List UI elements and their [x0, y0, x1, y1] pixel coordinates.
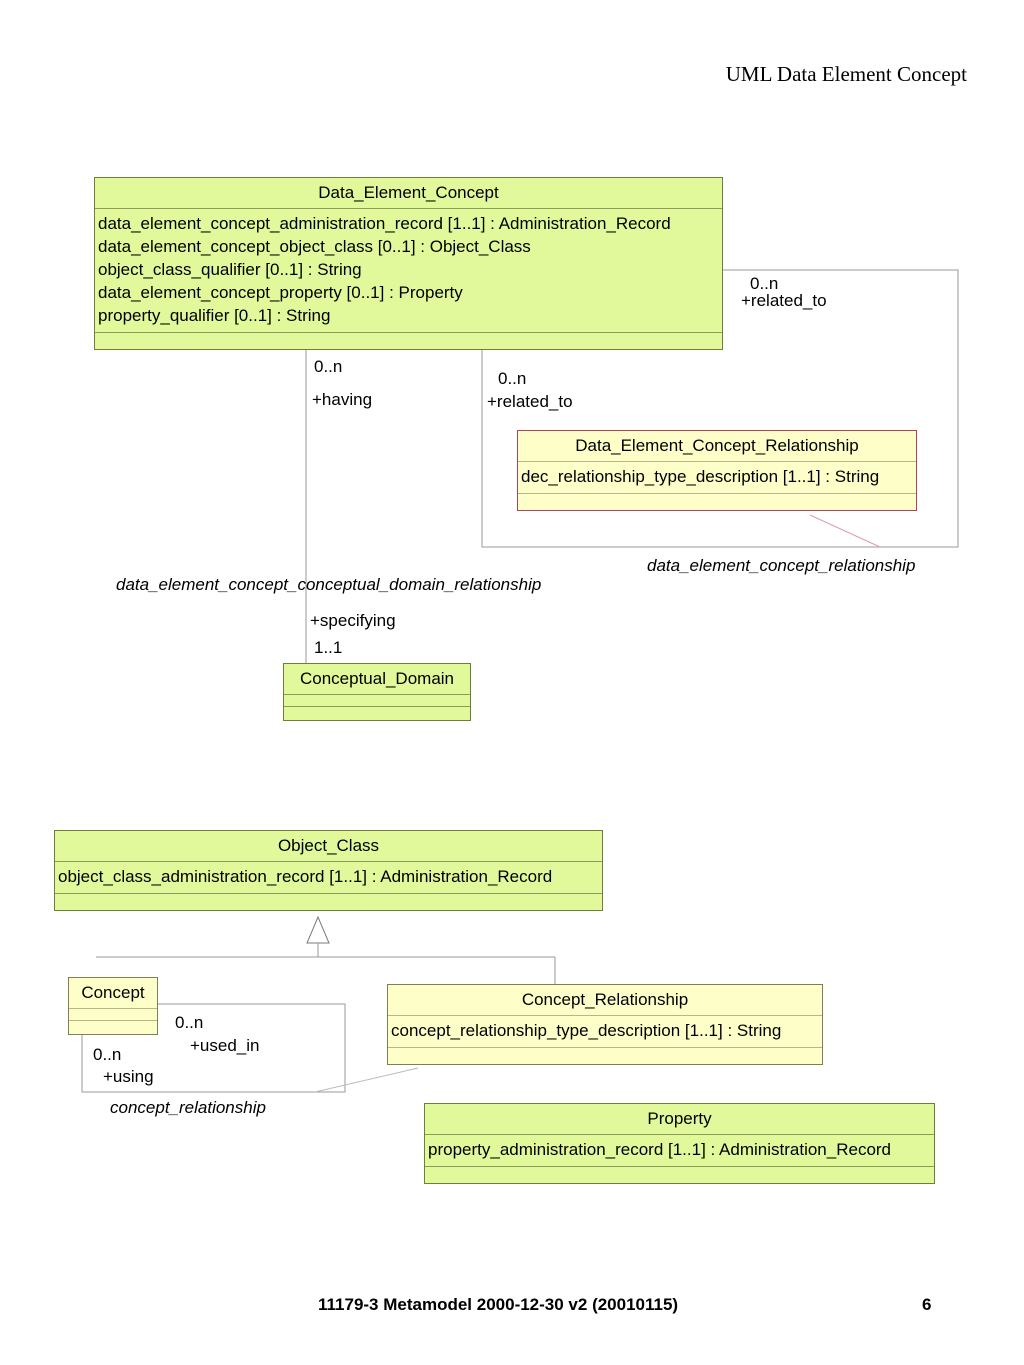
dec-relationship-loop-line [481, 269, 959, 548]
attribute-compartment: object_class_administration_record [1..1… [55, 862, 602, 894]
attribute: data_element_concept_administration_reco… [98, 214, 671, 233]
operation-compartment [69, 1021, 157, 1034]
operation-compartment [95, 333, 722, 349]
attribute: object_class_administration_record [1..1… [58, 867, 553, 886]
attribute-compartment: concept_relationship_type_description [1… [388, 1016, 822, 1048]
concept-relationship-class-link [314, 1067, 419, 1093]
multiplicity-label: 0..n [175, 1013, 204, 1032]
class-concept[interactable]: Concept [68, 977, 158, 1035]
operation-compartment [284, 707, 470, 720]
multiplicity-label: 0..n [93, 1045, 122, 1064]
class-data-element-concept-relationship[interactable]: Data_Element_Concept_Relationship dec_re… [517, 430, 917, 511]
multiplicity-label: 1..1 [314, 638, 343, 657]
role-label: +having [312, 390, 373, 409]
attribute: property_administration_record [1..1] : … [428, 1140, 892, 1159]
role-label: +using [103, 1067, 154, 1086]
operation-compartment [55, 894, 602, 910]
multiplicity-label: 0..n [314, 357, 343, 376]
role-label: +specifying [310, 611, 396, 630]
attribute: object_class_qualifier [0..1] : String [98, 260, 362, 279]
association-name: data_element_concept_conceptual_domain_r… [116, 575, 542, 594]
role-label: +related_to [487, 392, 573, 411]
page-header-title: UML Data Element Concept [725, 62, 967, 86]
class-name: Conceptual_Domain [284, 664, 470, 695]
attribute: data_element_concept_property [0..1] : P… [98, 283, 463, 302]
operation-compartment [425, 1167, 934, 1183]
operation-compartment [518, 494, 916, 510]
class-object-class[interactable]: Object_Class object_class_administration… [54, 830, 603, 911]
class-name: Object_Class [55, 831, 602, 862]
attribute: data_element_concept_object_class [0..1]… [98, 237, 531, 256]
attribute-compartment: dec_relationship_type_description [1..1]… [518, 462, 916, 494]
attribute-compartment [284, 695, 470, 707]
class-data-element-concept[interactable]: Data_Element_Concept data_element_concep… [94, 177, 723, 350]
role-label: +used_in [190, 1036, 260, 1055]
class-name: Data_Element_Concept_Relationship [518, 431, 916, 462]
class-property[interactable]: Property property_administration_record … [424, 1103, 935, 1184]
page-number: 6 [922, 1295, 932, 1314]
class-conceptual-domain[interactable]: Conceptual_Domain [283, 663, 471, 721]
class-name: Data_Element_Concept [95, 178, 722, 209]
generalization-arrow-icon [306, 915, 330, 944]
operation-compartment [388, 1048, 822, 1064]
class-name: Concept_Relationship [388, 985, 822, 1016]
multiplicity-label: 0..n [750, 274, 779, 293]
class-name: Property [425, 1104, 934, 1135]
role-label: +related_to [741, 291, 827, 310]
attribute-compartment: data_element_concept_administration_reco… [95, 209, 722, 333]
dec-relationship-class-link [809, 514, 881, 548]
attribute: concept_relationship_type_description [1… [391, 1021, 782, 1040]
attribute: dec_relationship_type_description [1..1]… [521, 467, 880, 486]
concept-relationship-loop-line [81, 1003, 346, 1093]
class-concept-relationship[interactable]: Concept_Relationship concept_relationshi… [387, 984, 823, 1065]
attribute-compartment: property_administration_record [1..1] : … [425, 1135, 934, 1167]
class-name: Concept [69, 978, 157, 1009]
association-name: data_element_concept_relationship [647, 556, 916, 575]
attribute: property_qualifier [0..1] : String [98, 306, 331, 325]
attribute-compartment [69, 1009, 157, 1021]
association-name: concept_relationship [110, 1098, 266, 1117]
footer-title: 11179-3 Metamodel 2000-12-30 v2 (2001011… [318, 1295, 679, 1314]
multiplicity-label: 0..n [498, 369, 527, 388]
